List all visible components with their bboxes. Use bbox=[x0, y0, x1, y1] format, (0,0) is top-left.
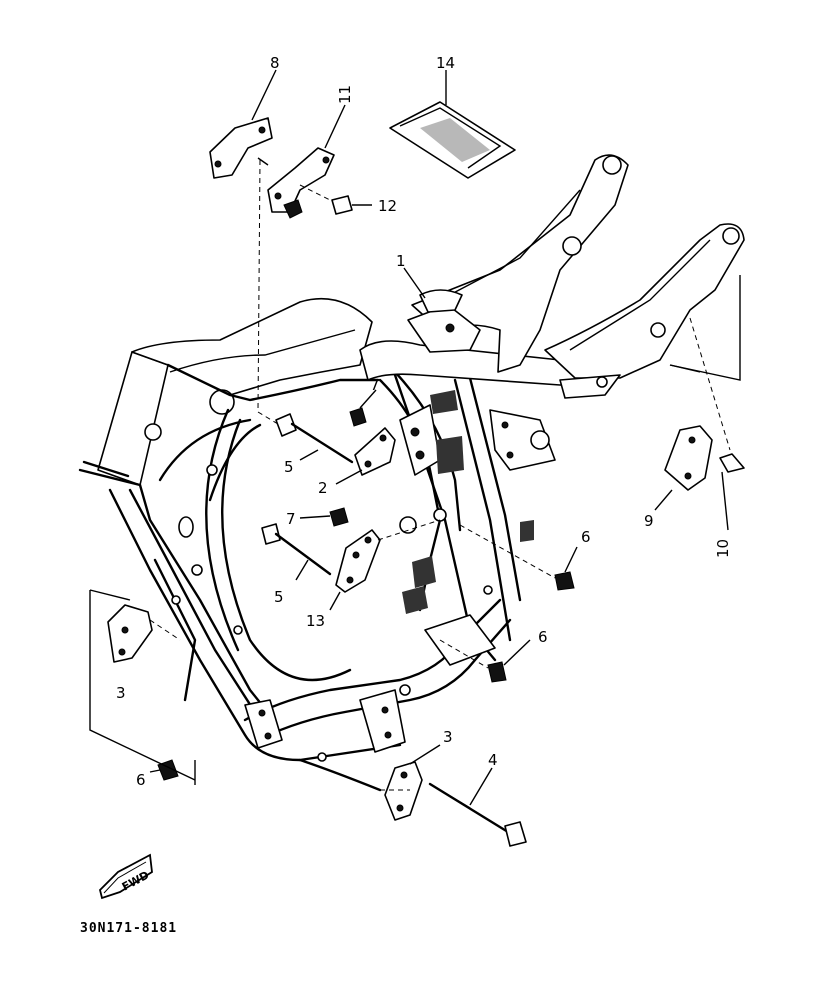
callout-4: 4 bbox=[488, 751, 498, 769]
callout-5-upper: 5 bbox=[284, 458, 294, 476]
part-5-bolt-lower bbox=[261, 523, 332, 581]
forward-arrow-icon: FWD bbox=[99, 853, 153, 900]
callout-7-upper: 7 bbox=[370, 376, 380, 394]
callout-labels: 1 2 3 3 4 5 5 6 6 6 7 7 8 9 10 11 12 13 … bbox=[116, 54, 732, 789]
callout-14: 14 bbox=[436, 54, 455, 72]
part-6-nut-right-lower bbox=[439, 639, 531, 683]
callout-6-middle: 6 bbox=[538, 628, 548, 646]
part-11-bracket bbox=[267, 104, 346, 219]
part-2-bracket bbox=[335, 427, 396, 485]
callout-3-right: 3 bbox=[443, 728, 453, 746]
callout-6-left: 6 bbox=[136, 771, 146, 789]
callout-12: 12 bbox=[378, 197, 397, 215]
part-9-bracket bbox=[654, 275, 741, 511]
part-10-bolt bbox=[719, 453, 745, 531]
callout-9: 9 bbox=[644, 512, 654, 530]
diagram-code: 30N171-8181 bbox=[80, 921, 177, 936]
main-frame bbox=[78, 154, 745, 792]
callout-8: 8 bbox=[270, 54, 280, 72]
part-7-nut-lower bbox=[299, 507, 349, 527]
part-3-bracket-left bbox=[89, 589, 196, 785]
part-13-bracket bbox=[329, 519, 441, 611]
callout-7-lower: 7 bbox=[286, 510, 296, 528]
callout-6-upper: 6 bbox=[581, 528, 591, 546]
callout-5-lower: 5 bbox=[274, 588, 284, 606]
callout-2: 2 bbox=[318, 479, 328, 497]
part-14-pad bbox=[389, 70, 516, 179]
callout-10: 10 bbox=[714, 539, 732, 558]
callout-1: 1 bbox=[396, 252, 406, 270]
part-4-bolt bbox=[428, 767, 527, 847]
part-7-nut-upper bbox=[349, 389, 377, 427]
part-5-bolt-upper bbox=[257, 411, 354, 464]
callout-13: 13 bbox=[306, 612, 325, 630]
callout-11: 11 bbox=[336, 85, 354, 104]
part-6-nut-right-upper bbox=[459, 524, 578, 591]
callout-3-left: 3 bbox=[116, 684, 126, 702]
part-3-bracket-right bbox=[380, 744, 441, 821]
part-12-bolt bbox=[331, 195, 372, 215]
part-8-bracket bbox=[209, 69, 277, 179]
